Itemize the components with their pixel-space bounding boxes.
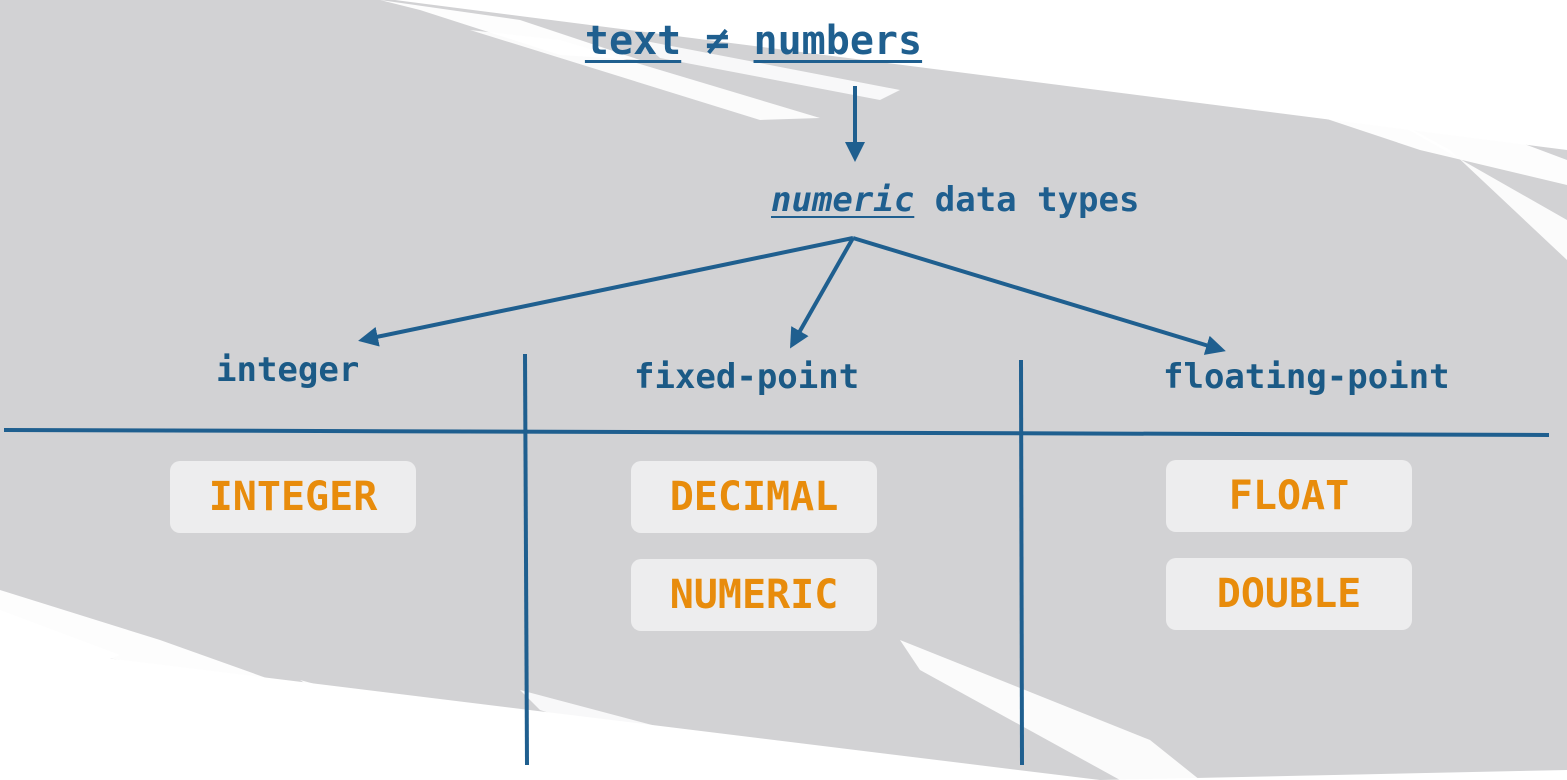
arrow-to-fixed-point bbox=[790, 237, 855, 349]
type-box-double: DOUBLE bbox=[1166, 558, 1412, 630]
type-box-decimal: DECIMAL bbox=[631, 461, 877, 533]
category-label-fixed-point: fixed-point bbox=[634, 357, 860, 397]
vertical-divider-right bbox=[1019, 359, 1024, 766]
subheading: numeric data types bbox=[771, 180, 1139, 220]
type-box-float: FLOAT bbox=[1166, 460, 1412, 532]
type-label: DECIMAL bbox=[669, 474, 839, 520]
type-label: NUMERIC bbox=[669, 572, 839, 618]
type-label: INTEGER bbox=[208, 474, 378, 520]
type-label: DOUBLE bbox=[1216, 571, 1362, 617]
title: text ≠ numbers bbox=[0, 18, 1507, 64]
type-box-integer: INTEGER bbox=[170, 461, 416, 533]
category-label-floating-point: floating-point bbox=[1163, 357, 1450, 397]
arrow-to-integer bbox=[358, 236, 854, 347]
category-label-integer: integer bbox=[216, 350, 360, 390]
vertical-divider-left bbox=[523, 353, 529, 766]
subheading-emphasis: numeric bbox=[771, 180, 915, 220]
type-box-numeric: NUMERIC bbox=[631, 559, 877, 631]
title-operator: ≠ bbox=[705, 18, 730, 64]
title-left-term: text bbox=[584, 18, 682, 64]
arrow-to-floating-point bbox=[852, 236, 1226, 355]
horizontal-divider bbox=[3, 428, 1550, 437]
type-label: FLOAT bbox=[1228, 473, 1350, 519]
title-right-term: numbers bbox=[753, 18, 923, 64]
subheading-rest: data types bbox=[914, 180, 1140, 220]
